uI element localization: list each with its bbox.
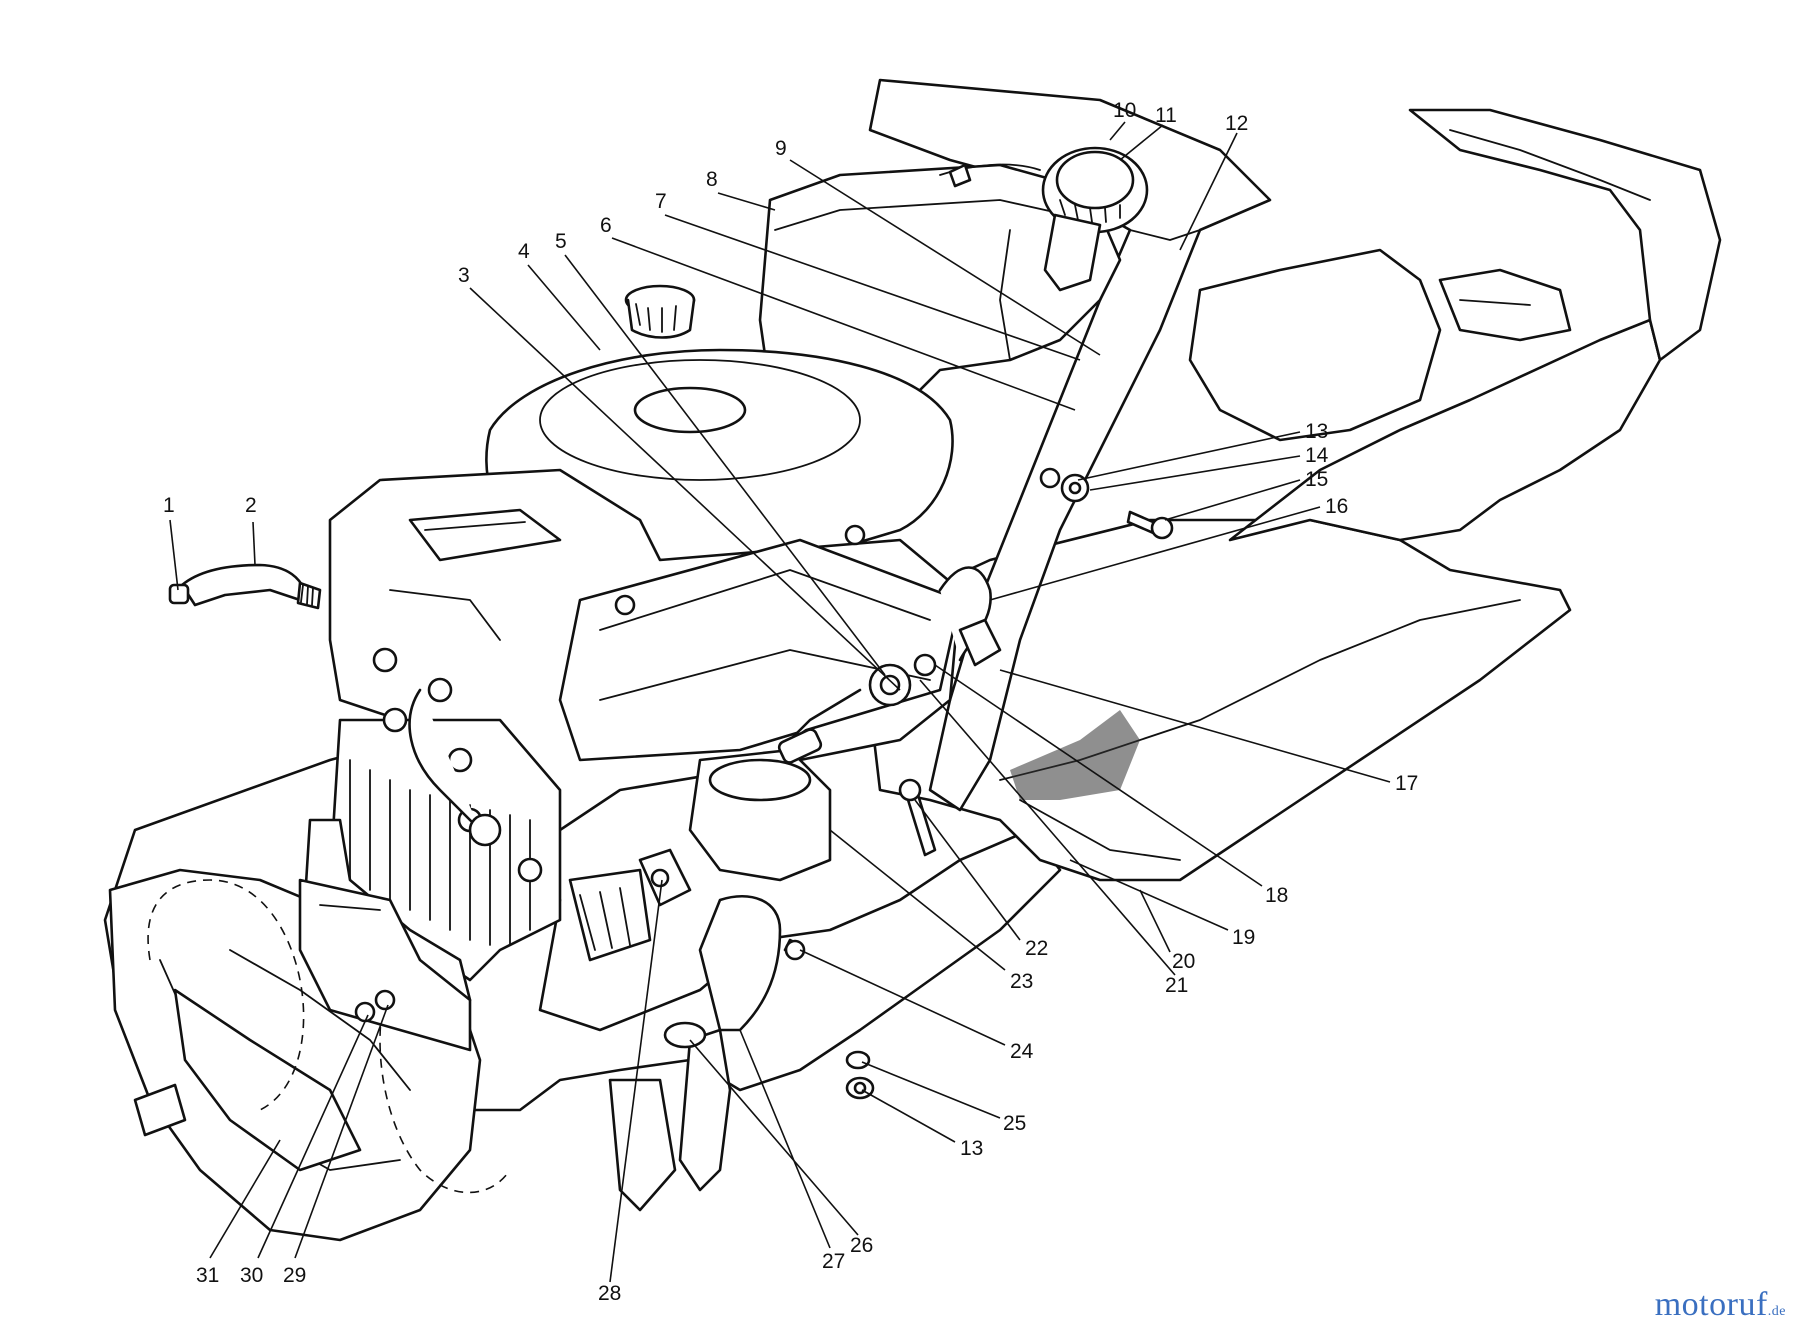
callout-7: 7 (655, 190, 667, 213)
callouts: 1 2 3 4 5 6 7 8 9 10 11 12 13 14 15 16 1… (163, 99, 1418, 1305)
rear-fender (1188, 108, 1722, 442)
watermark-logo: motoruf.de (1655, 1286, 1786, 1324)
leader-lines (169, 121, 1391, 1283)
breather-tube (168, 563, 322, 610)
callout-24: 24 (1010, 1040, 1034, 1063)
callout-19: 19 (1232, 926, 1255, 949)
callout-31: 31 (196, 1264, 219, 1287)
fuel-line-assembly (777, 467, 1174, 857)
callout-3: 3 (458, 264, 470, 287)
callout-22: 22 (1025, 937, 1048, 960)
exhaust-parts (638, 848, 806, 1049)
callout-11: 11 (1155, 104, 1177, 127)
callout-8: 8 (706, 168, 718, 191)
callout-21: 21 (1165, 974, 1188, 997)
callout-5: 5 (555, 230, 567, 253)
callout-9: 9 (775, 137, 787, 160)
callout-6: 6 (600, 214, 612, 237)
callout-20: 20 (1172, 950, 1195, 973)
callout-23: 23 (1010, 970, 1033, 993)
shaded-region (1010, 710, 1140, 800)
callout-17: 17 (1395, 772, 1418, 795)
callout-30: 30 (240, 1264, 263, 1287)
callout-25: 25 (1003, 1112, 1026, 1135)
callout-18: 18 (1265, 884, 1288, 907)
callout-10: 10 (1113, 99, 1136, 122)
callout-27: 27 (822, 1250, 845, 1273)
callout-26: 26 (850, 1234, 873, 1257)
callout-1: 1 (163, 494, 175, 517)
callout-2: 2 (245, 494, 257, 517)
callout-14: 14 (1305, 444, 1329, 467)
callout-16: 16 (1325, 495, 1348, 518)
callout-29: 29 (283, 1264, 306, 1287)
callout-13-upper: 13 (1305, 420, 1328, 443)
callout-15: 15 (1305, 468, 1328, 491)
callout-12: 12 (1225, 112, 1248, 135)
watermark-tld: .de (1767, 1304, 1786, 1319)
callout-4: 4 (518, 240, 530, 263)
callout-28: 28 (598, 1282, 621, 1305)
watermark-brand: motoruf (1654, 1286, 1768, 1323)
callout-13-lower: 13 (960, 1137, 983, 1160)
